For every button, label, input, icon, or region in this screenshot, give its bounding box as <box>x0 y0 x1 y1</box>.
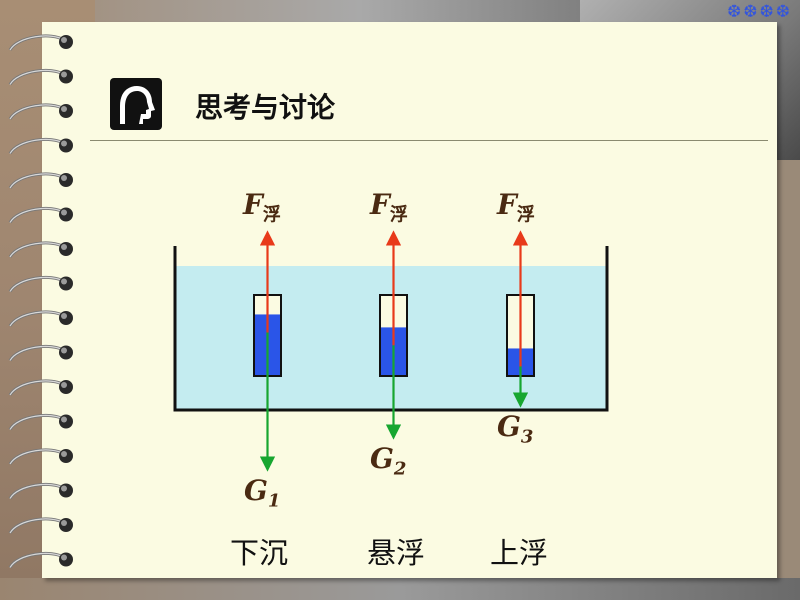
ring-wire-highlight <box>9 173 65 189</box>
binding-ring <box>8 344 73 362</box>
ring-wire-highlight <box>9 35 65 51</box>
ring-wire-highlight <box>9 138 65 154</box>
gravity-label-1: G1 <box>244 474 280 512</box>
ring-wire-highlight <box>9 552 65 568</box>
buoyancy-label-3: F浮 <box>497 188 535 227</box>
binding-ring <box>8 413 73 431</box>
state-caption-suspend: 悬浮 <box>367 536 426 570</box>
ring-hole-highlight <box>61 71 67 78</box>
binding-ring <box>8 482 73 500</box>
ring-wire-highlight <box>9 242 65 258</box>
container <box>173 246 609 412</box>
ring-wire-highlight <box>9 518 65 534</box>
ring-wire-highlight <box>9 311 65 327</box>
buoyancy-symbol: F <box>370 188 390 221</box>
binding-ring <box>8 241 73 258</box>
gravity-symbol: G <box>370 442 394 475</box>
buoyancy-symbol: F <box>497 188 517 221</box>
gravity-symbol: G <box>497 410 521 443</box>
binding-ring <box>8 517 73 534</box>
binding-ring <box>8 137 73 155</box>
buoyancy-subscript: 浮 <box>262 204 281 226</box>
buoyancy-subscript: 浮 <box>389 204 408 226</box>
ring-hole-highlight <box>61 451 67 457</box>
ring-wire-highlight <box>9 104 65 120</box>
binding-ring <box>8 379 73 396</box>
page-title: 思考与讨论 <box>195 91 336 124</box>
binding-ring <box>8 68 73 86</box>
spiral-binding <box>8 34 73 569</box>
background-bottom <box>0 578 800 600</box>
ring-wire-highlight <box>9 483 65 499</box>
ring-wire-highlight <box>9 276 65 292</box>
state-caption-sink: 下沉 <box>230 536 289 570</box>
ring-hole-highlight <box>61 347 67 354</box>
binding-ring <box>8 448 73 465</box>
title-divider <box>90 140 768 141</box>
binding-ring <box>8 103 73 120</box>
ring-hole-highlight <box>61 140 67 147</box>
binding-ring <box>8 310 73 327</box>
snowflake-icons: ❆❆❆❆ <box>727 2 792 22</box>
buoyancy-subscript: 浮 <box>516 204 535 226</box>
ring-hole-highlight <box>61 416 67 423</box>
ring-wire-highlight <box>9 207 65 223</box>
gravity-symbol: G <box>244 474 268 507</box>
binding-ring <box>8 206 73 224</box>
ring-hole-highlight <box>61 554 67 561</box>
buoyancy-label-2: F浮 <box>370 188 408 227</box>
buoyancy-label-1: F浮 <box>243 188 281 227</box>
ring-hole-highlight <box>61 278 67 285</box>
ring-wire-highlight <box>9 345 65 361</box>
binding-ring <box>8 551 73 569</box>
buoyancy-symbol: F <box>243 188 263 221</box>
gravity-label-2: G2 <box>370 442 406 480</box>
ring-hole-highlight <box>61 209 67 216</box>
ring-wire-highlight <box>9 449 65 465</box>
ring-hole-highlight <box>61 244 67 250</box>
ring-hole-highlight <box>61 313 67 319</box>
ring-wire-highlight <box>9 414 65 430</box>
binding-ring <box>8 275 73 293</box>
ring-hole-highlight <box>61 175 67 181</box>
binding-ring <box>8 172 73 189</box>
ring-hole-highlight <box>61 382 67 388</box>
ring-wire-highlight <box>9 69 65 85</box>
gravity-subscript: 2 <box>393 458 407 480</box>
state-caption-float: 上浮 <box>490 536 549 570</box>
ring-hole-highlight <box>61 106 67 112</box>
head-silhouette-icon <box>110 78 162 130</box>
gravity-label-3: G3 <box>497 410 533 448</box>
ring-hole-highlight <box>61 485 67 492</box>
gravity-subscript: 1 <box>267 490 281 512</box>
binding-ring <box>8 34 73 51</box>
gravity-subscript: 3 <box>520 426 534 448</box>
ring-hole-highlight <box>61 520 67 526</box>
ring-hole-highlight <box>61 37 67 43</box>
ring-wire-highlight <box>9 380 65 396</box>
